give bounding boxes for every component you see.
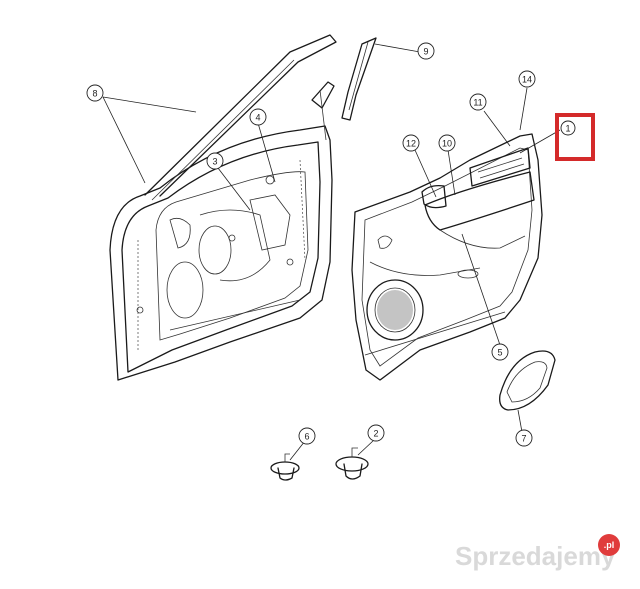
- clip-part-2: [335, 447, 369, 480]
- callout-8: 8: [86, 84, 104, 102]
- svg-text:2: 2: [373, 429, 378, 439]
- svg-text:10: 10: [442, 139, 452, 149]
- callout-12: 12: [402, 134, 420, 152]
- svg-text:9: 9: [423, 47, 428, 57]
- callout-9: 9: [417, 42, 435, 60]
- svg-text:1: 1: [565, 124, 570, 134]
- svg-text:4: 4: [255, 113, 260, 123]
- svg-text:8: 8: [92, 89, 97, 99]
- callout-7: 7: [515, 429, 533, 447]
- callout-11: 11: [469, 93, 487, 111]
- callout-3: 3: [206, 152, 224, 170]
- door-shell: [109, 34, 337, 381]
- callout-4: 4: [249, 108, 267, 126]
- callout-2: 2: [367, 424, 385, 442]
- svg-text:6: 6: [304, 432, 309, 442]
- weatherstrip-part: [341, 37, 377, 121]
- leader-lines: [102, 43, 561, 461]
- svg-text:3: 3: [212, 157, 217, 167]
- callout-10: 10: [438, 134, 456, 152]
- svg-text:.pl: .pl: [604, 540, 615, 550]
- svg-text:11: 11: [473, 98, 482, 108]
- courtesy-lamp-part: [499, 350, 556, 411]
- door-trim-panel: [351, 133, 543, 381]
- callout-5: 5: [491, 343, 509, 361]
- clip-part-6: [270, 453, 300, 481]
- svg-text:5: 5: [497, 348, 502, 358]
- callout-1-highlighted: 1: [555, 113, 595, 161]
- highlight-box: [555, 113, 595, 161]
- callout-6: 6: [298, 427, 316, 445]
- svg-text:12: 12: [406, 139, 416, 149]
- callout-14: 14: [518, 70, 536, 88]
- svg-text:Sprzedajemy: Sprzedajemy: [455, 541, 616, 571]
- svg-text:14: 14: [522, 75, 532, 85]
- watermark-logo: Sprzedajemy .pl: [455, 534, 620, 571]
- svg-text:7: 7: [521, 434, 526, 444]
